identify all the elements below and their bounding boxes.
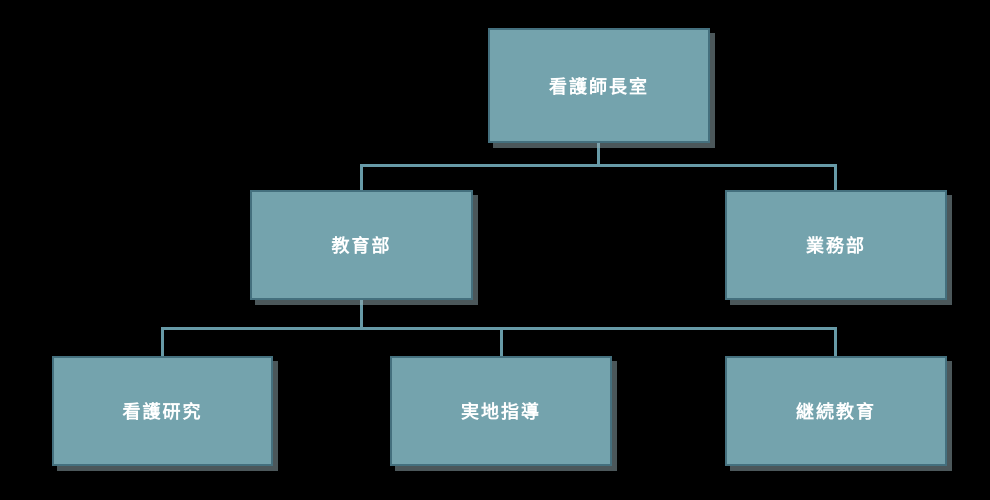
org-node-continuing-education-label: 継続教育: [796, 402, 876, 422]
org-node-continuing-education[interactable]: 継続教育: [725, 356, 947, 466]
connector-root-stem: [597, 143, 600, 167]
org-node-nursing-research-label: 看護研究: [122, 402, 203, 422]
org-node-practical-guidance-label: 実地指導: [461, 402, 541, 422]
connector-continuing-education-stem: [834, 327, 837, 356]
org-node-root[interactable]: 看護師長室: [488, 28, 710, 143]
connector-nursing-research-stem: [161, 327, 164, 356]
connector-practical-guidance-stem: [500, 327, 503, 356]
org-node-education-label: 教育部: [331, 236, 392, 256]
org-node-root-label: 看護師長室: [549, 76, 649, 97]
connector-level2-horizontal: [161, 327, 837, 330]
connector-level1-horizontal: [360, 164, 837, 167]
org-node-operations[interactable]: 業務部: [725, 190, 947, 300]
org-node-practical-guidance[interactable]: 実地指導: [390, 356, 612, 466]
org-node-operations-label: 業務部: [806, 236, 866, 256]
org-node-education[interactable]: 教育部: [250, 190, 473, 300]
org-node-nursing-research[interactable]: 看護研究: [52, 356, 273, 466]
connector-education-down-stem: [360, 300, 363, 330]
connector-education-stem: [360, 164, 363, 190]
connector-operations-stem: [834, 164, 837, 190]
